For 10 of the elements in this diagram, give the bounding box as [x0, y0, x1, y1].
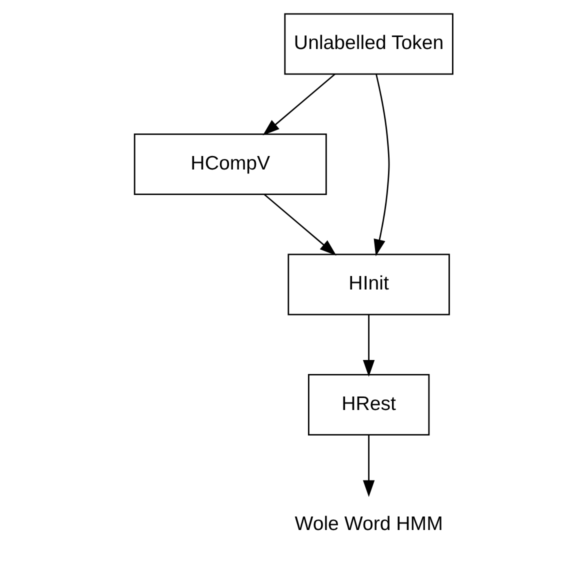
arrow [263, 194, 336, 256]
node-box: HCompV [133, 133, 326, 195]
node-box: HInit [287, 254, 450, 316]
arrow [373, 74, 390, 256]
node-text: Wole Word HMM [294, 513, 442, 536]
arrow [362, 435, 374, 498]
arrow [362, 314, 374, 377]
arrow [262, 74, 335, 136]
node-box: Unlabelled Token [284, 13, 453, 75]
node-box: HRest [307, 374, 430, 436]
